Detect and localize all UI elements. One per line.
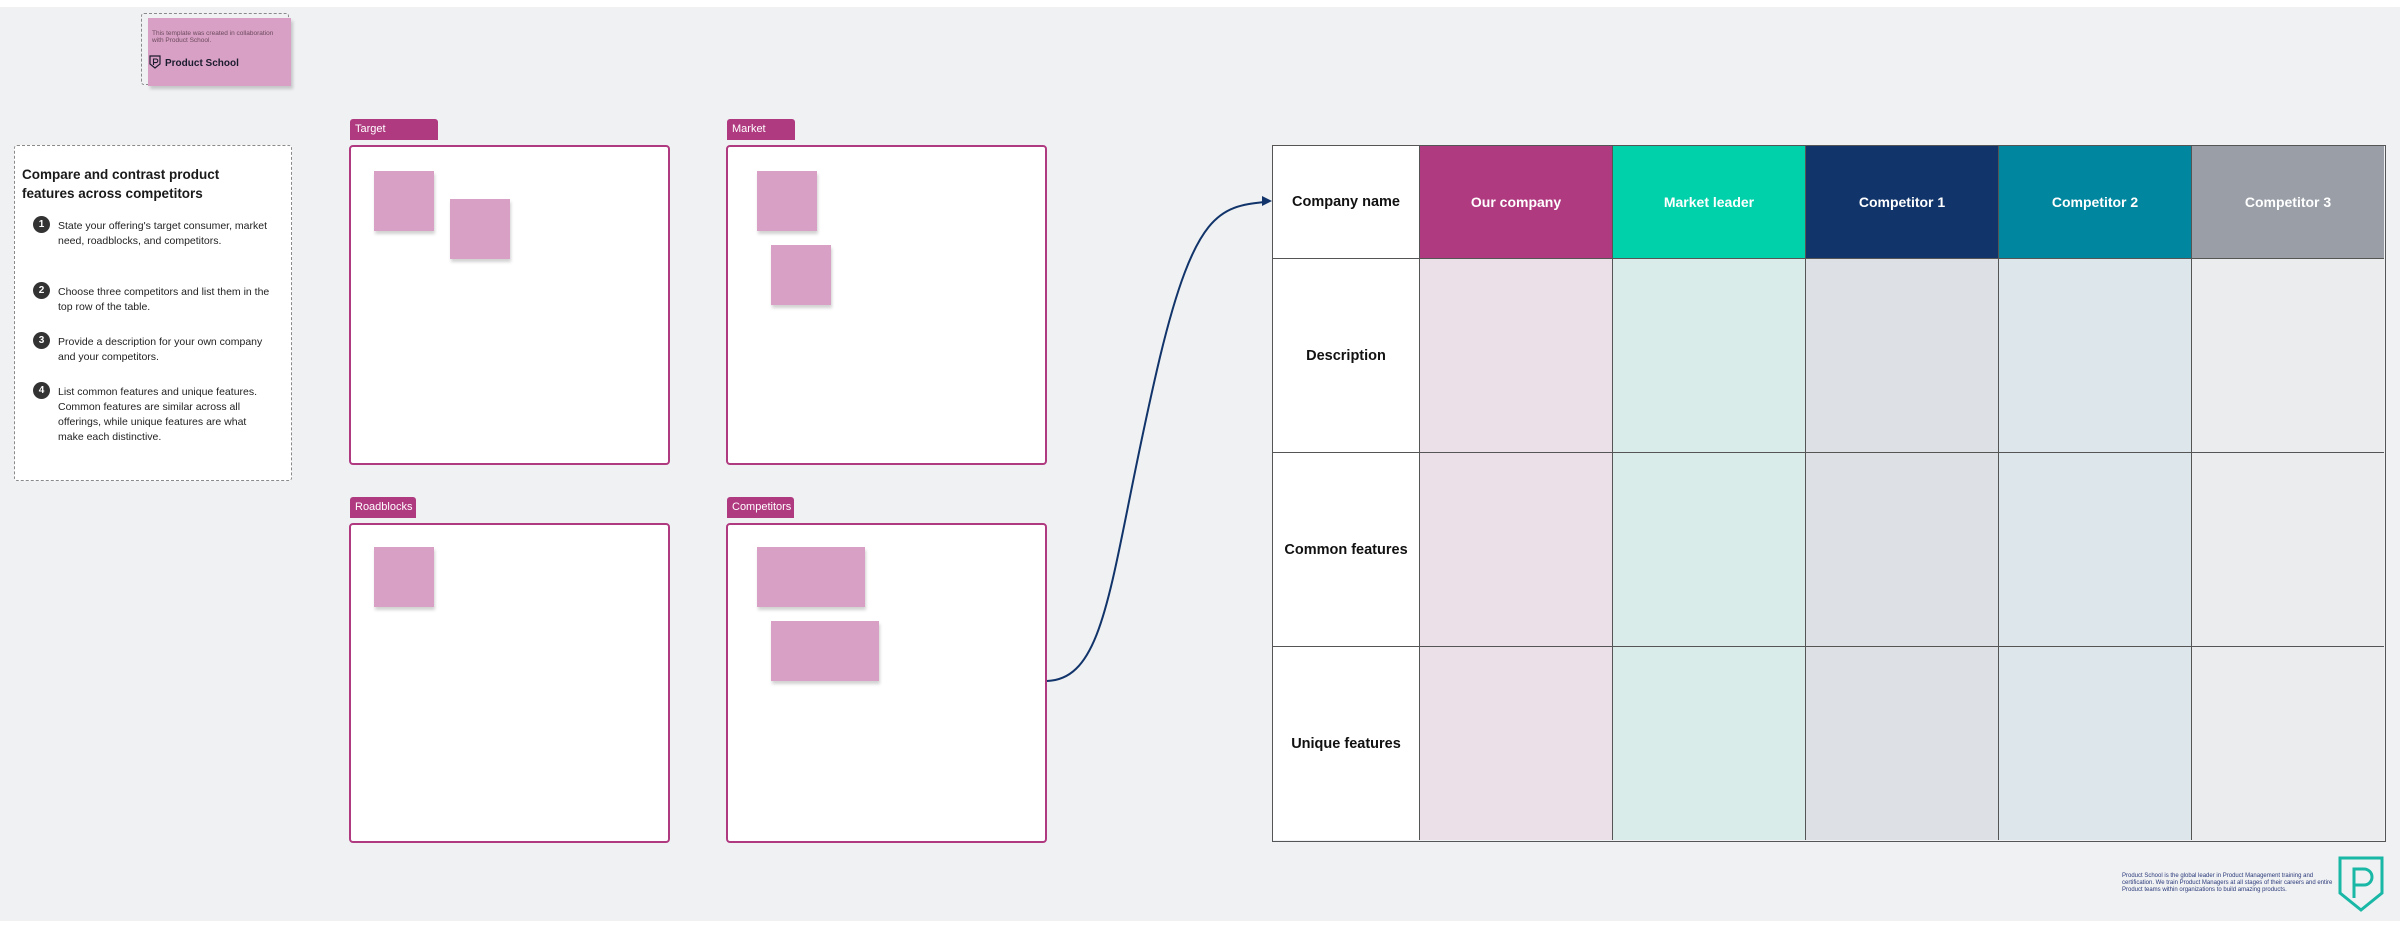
credit-text: This template was created in collaborati… bbox=[152, 30, 274, 44]
frame-label-competitors[interactable]: Competitors bbox=[727, 497, 794, 518]
step-text-2: Choose three competitors and list them i… bbox=[58, 286, 270, 313]
row-label-unique-features[interactable]: Unique features bbox=[1273, 647, 1420, 840]
whiteboard-canvas[interactable]: This template was created in collaborati… bbox=[0, 7, 2400, 921]
footer-text: Product School is the global leader in P… bbox=[2122, 873, 2333, 893]
column-header-our-company[interactable]: Our company bbox=[1420, 146, 1613, 259]
table-cell[interactable] bbox=[1999, 259, 2192, 453]
table-cell[interactable] bbox=[2192, 453, 2384, 647]
table-cell[interactable] bbox=[1613, 453, 1806, 647]
step-number-3: 3 bbox=[33, 332, 50, 349]
table-cell[interactable] bbox=[1613, 647, 1806, 840]
table-cell[interactable] bbox=[1420, 453, 1613, 647]
table-cell[interactable] bbox=[1999, 647, 2192, 840]
table-cell[interactable] bbox=[1806, 259, 1999, 453]
table-cell[interactable] bbox=[1420, 647, 1613, 840]
instructions-title: Compare and contrast product features ac… bbox=[22, 167, 220, 201]
column-header-competitor-2[interactable]: Competitor 2 bbox=[1999, 146, 2192, 259]
table-cell[interactable] bbox=[2192, 259, 2384, 453]
step-text-1: State your offering's target consumer, m… bbox=[58, 220, 267, 247]
step-number-1: 1 bbox=[33, 216, 50, 233]
sticky-note[interactable] bbox=[771, 621, 879, 681]
sticky-note[interactable] bbox=[757, 171, 817, 231]
table-cell[interactable] bbox=[1999, 453, 2192, 647]
sticky-note[interactable] bbox=[757, 547, 865, 607]
step-number-4: 4 bbox=[33, 382, 50, 399]
row-label-description[interactable]: Description bbox=[1273, 259, 1420, 453]
frame-label-target[interactable]: Target bbox=[350, 119, 438, 140]
sticky-note[interactable] bbox=[374, 547, 434, 607]
table-cell[interactable] bbox=[1806, 647, 1999, 840]
table-corner-label[interactable]: Company name bbox=[1273, 146, 1420, 259]
instructions-panel[interactable] bbox=[14, 145, 292, 481]
step-number-2: 2 bbox=[33, 282, 50, 299]
step-text-3: Provide a description for your own compa… bbox=[58, 336, 263, 363]
table-cell[interactable] bbox=[1420, 259, 1613, 453]
frame-label-roadblocks[interactable]: Roadblocks bbox=[350, 497, 416, 518]
frame-label-market[interactable]: Market bbox=[727, 119, 795, 140]
credit-brand-name: Product School bbox=[165, 58, 239, 69]
table-cell[interactable] bbox=[2192, 647, 2384, 840]
product-school-logo-icon bbox=[149, 55, 161, 69]
column-header-market-leader[interactable]: Market leader bbox=[1613, 146, 1806, 259]
table-cell[interactable] bbox=[1613, 259, 1806, 453]
sticky-note[interactable] bbox=[450, 199, 510, 259]
credit-sticky-note[interactable] bbox=[148, 18, 291, 86]
sticky-note[interactable] bbox=[374, 171, 434, 231]
product-school-logo-icon bbox=[2338, 856, 2384, 912]
column-header-competitor-1[interactable]: Competitor 1 bbox=[1806, 146, 1999, 259]
step-text-4: List common features and unique features… bbox=[58, 386, 258, 443]
comparison-table[interactable]: Company name Our company Market leader C… bbox=[1272, 145, 2386, 842]
column-header-competitor-3[interactable]: Competitor 3 bbox=[2192, 146, 2384, 259]
table-cell[interactable] bbox=[1806, 453, 1999, 647]
row-label-common-features[interactable]: Common features bbox=[1273, 453, 1420, 647]
sticky-note[interactable] bbox=[771, 245, 831, 305]
